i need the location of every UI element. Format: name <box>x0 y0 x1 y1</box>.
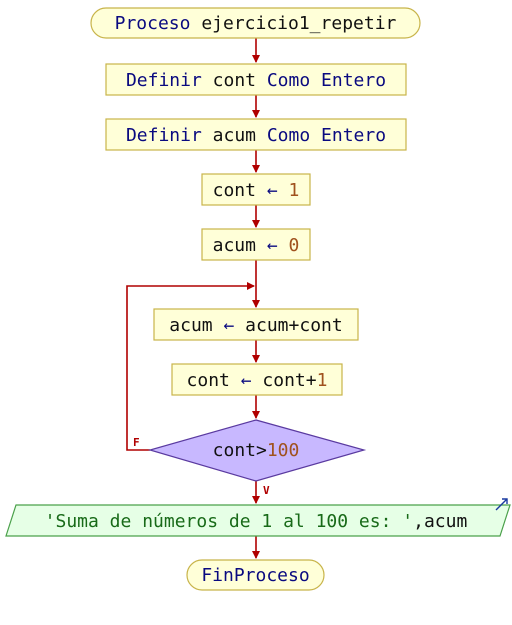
output-var: acum <box>424 511 467 532</box>
svg-text:FinProceso: FinProceso <box>201 565 309 586</box>
start-keyword: Proceso <box>115 13 191 34</box>
assign-expression-number: 1 <box>317 370 328 391</box>
assign-expression-var: cont+ <box>262 370 316 391</box>
condition-number: 100 <box>267 440 300 461</box>
decision-node: cont>100 F V <box>133 419 367 497</box>
define-var: acum <box>213 125 256 146</box>
assign-arrow: ← <box>241 370 252 391</box>
end-keyword: FinProceso <box>201 565 309 586</box>
assign-var: acum <box>169 315 212 336</box>
svg-text:acum ← 0: acum ← 0 <box>213 235 300 256</box>
svg-text:cont ← 1: cont ← 1 <box>213 180 300 201</box>
svg-text:cont ← cont+1: cont ← cont+1 <box>187 370 328 391</box>
define-keyword: Definir <box>126 70 202 91</box>
output-string: 'Suma de números de 1 al 100 es: ' <box>45 511 413 532</box>
assign-arrow: ← <box>267 235 278 256</box>
define-keyword: Definir <box>126 125 202 146</box>
loop-body-increment-node: cont ← cont+1 <box>171 363 343 396</box>
svg-text:acum ← acum+cont: acum ← acum+cont <box>169 315 342 336</box>
assign-value: 0 <box>289 235 300 256</box>
svg-text:'Suma de números de 1 al 100 e: 'Suma de números de 1 al 100 es: ',acum <box>45 511 468 532</box>
end-node: FinProceso <box>186 559 325 591</box>
start-node: Proceso ejercicio1_repetir <box>90 7 421 39</box>
assign-cont-node: cont ← 1 <box>201 173 311 206</box>
define-type: Como Entero <box>267 125 386 146</box>
false-label: F <box>133 436 140 449</box>
assign-var: acum <box>213 235 256 256</box>
assign-arrow: ← <box>223 315 234 336</box>
process-name: ejercicio1_repetir <box>201 13 396 34</box>
condition-var: cont> <box>213 440 267 461</box>
assign-var: cont <box>187 370 230 391</box>
assign-arrow: ← <box>267 180 278 201</box>
define-acum-node: Definir acum Como Entero <box>105 118 407 151</box>
output-separator: , <box>413 511 424 532</box>
true-label: V <box>263 484 270 497</box>
assign-expression: acum+cont <box>245 315 343 336</box>
output-arrow-icon <box>495 498 508 511</box>
assign-var: cont <box>213 180 256 201</box>
svg-text:cont>100: cont>100 <box>213 440 300 461</box>
assign-acum-node: acum ← 0 <box>201 228 311 261</box>
loop-body-accumulate-node: acum ← acum+cont <box>153 308 359 341</box>
assign-value: 1 <box>289 180 300 201</box>
svg-text:Proceso ejercicio1_repetir: Proceso ejercicio1_repetir <box>115 13 397 34</box>
svg-text:Definir cont Como Entero: Definir cont Como Entero <box>126 70 386 91</box>
output-node: 'Suma de números de 1 al 100 es: ',acum <box>5 498 511 537</box>
define-cont-node: Definir cont Como Entero <box>105 63 407 96</box>
define-var: cont <box>213 70 256 91</box>
svg-text:Definir acum Como Entero: Definir acum Como Entero <box>126 125 386 146</box>
connectors <box>126 38 260 559</box>
define-type: Como Entero <box>267 70 386 91</box>
loop-back-false-path <box>126 282 255 451</box>
